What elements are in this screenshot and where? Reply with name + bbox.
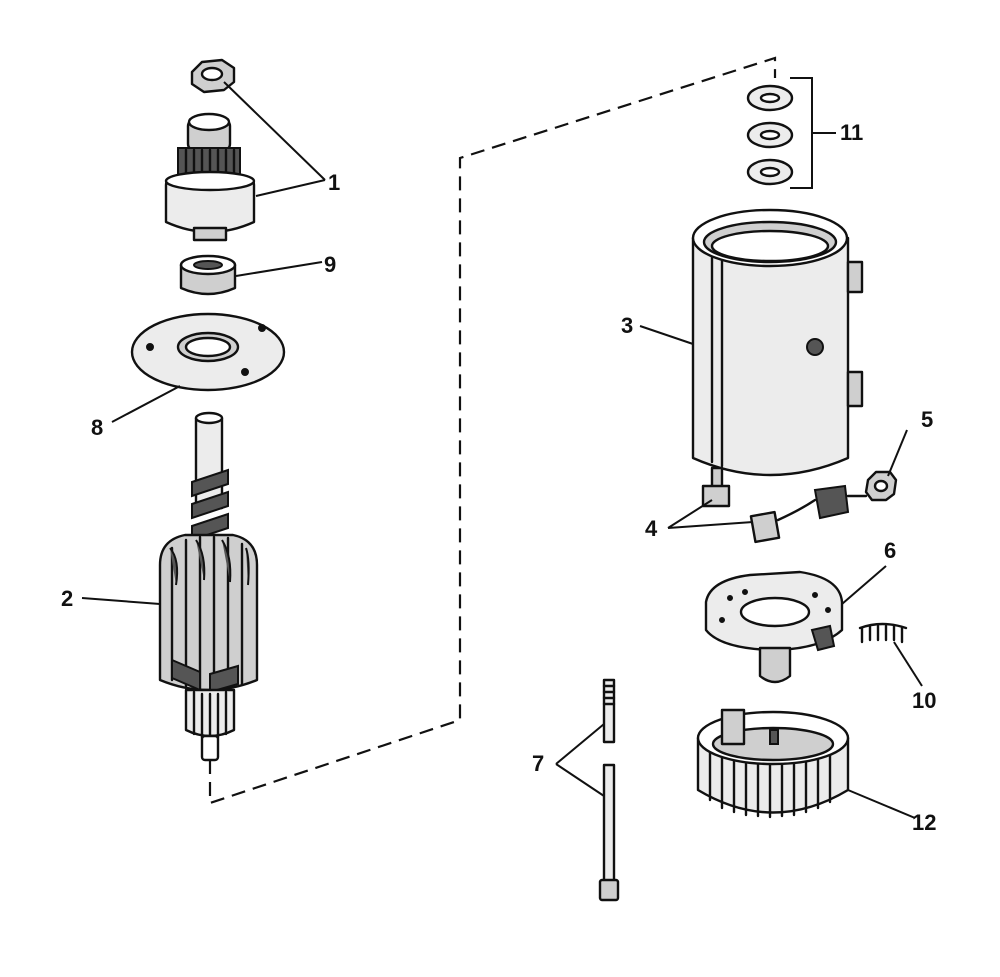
part-9-bushing [179,254,237,296]
leader-3 [639,325,694,345]
part-2-armature [158,411,259,762]
part-11-washers [746,84,794,186]
part-12-end-cap [696,708,850,819]
callout-6: 6 [884,538,897,563]
part-1-nut [190,58,236,94]
leader-12 [847,789,916,819]
leader-6 [841,565,887,605]
leader-5 [887,429,908,477]
callout-10: 10 [912,688,937,713]
assembly-guide-line [208,56,777,805]
callout-9: 9 [324,252,337,277]
callout-2: 2 [61,586,74,611]
callout-3: 3 [621,313,634,338]
callout-1: 1 [328,170,341,195]
callout-12: 12 [912,810,937,835]
leader-9 [235,261,323,277]
part-4-brushes [701,484,868,544]
callout-4: 4 [645,516,658,541]
part-8-end-plate [130,312,286,392]
part-3-frame-housing [691,208,864,490]
part-6-brush-plate [704,570,844,684]
callout-11: 11 [840,120,864,145]
part-7-through-bolts [598,678,620,902]
leader-7 [555,723,605,797]
part-5-nut [864,470,898,502]
part-1-drive-assembly [164,112,256,242]
part-10-springs [858,622,908,644]
leader-8 [111,385,181,423]
leader-1 [223,81,326,197]
callout-7: 7 [532,751,545,776]
leader-2 [81,597,161,605]
callout-8: 8 [91,415,104,440]
leader-4 [667,499,754,529]
leader-11-bracket [790,77,836,189]
leader-10 [893,641,923,687]
callout-5: 5 [921,407,934,432]
